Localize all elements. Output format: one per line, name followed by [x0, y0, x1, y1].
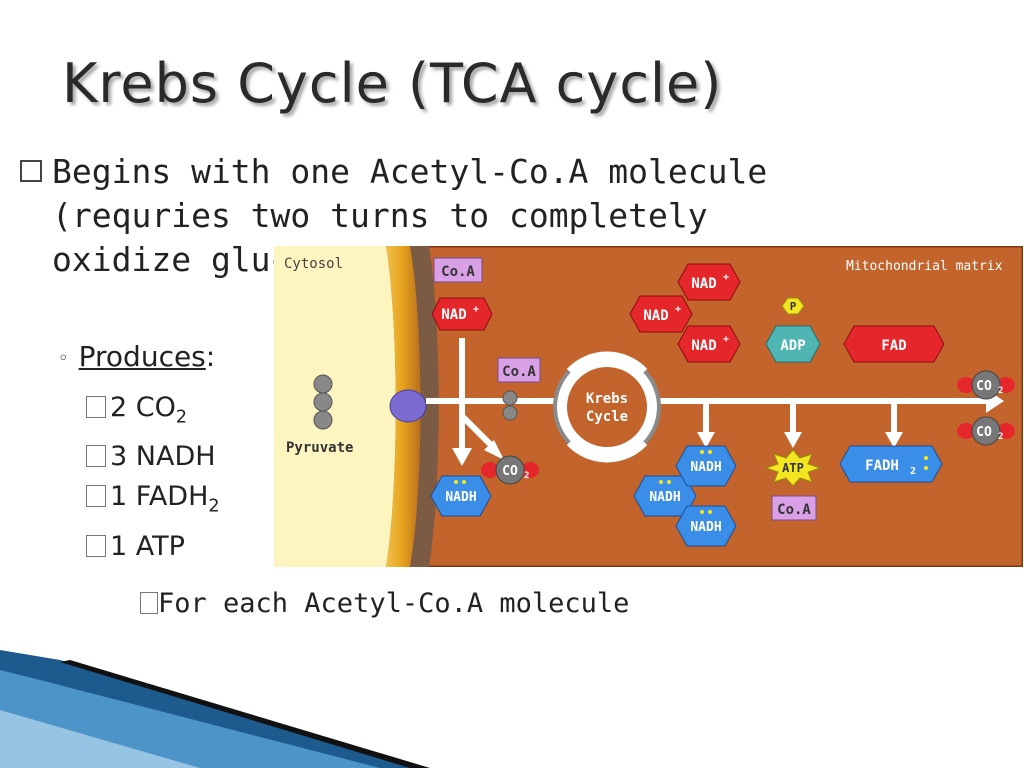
svg-text:ATP: ATP — [782, 461, 804, 475]
item-subscript: 2 — [175, 407, 188, 428]
slide-title: Krebs Cycle (TCA cycle) — [62, 52, 723, 115]
item-subscript: 2 — [208, 496, 220, 517]
produces-label: Produces — [78, 340, 206, 373]
svg-text:NAD: NAD — [691, 338, 716, 354]
produces-list: 2 CO2 3 NADH 1 FADH2 1 ATP — [86, 388, 220, 567]
decorative-swoosh — [0, 650, 430, 768]
coa-bottom-box — [771, 495, 817, 521]
svg-text:CO: CO — [502, 464, 518, 479]
circle-bullet-icon: ◦ — [58, 347, 69, 369]
svg-text:CO: CO — [976, 379, 992, 394]
item-count: 1 — [110, 530, 128, 562]
missing-glyph-icon — [86, 534, 106, 557]
co2-right-top: CO 2 — [957, 370, 1015, 400]
svg-text:NAD: NAD — [691, 276, 716, 292]
bullet-square-icon — [20, 160, 42, 182]
svg-text:FADH: FADH — [865, 458, 899, 474]
nadh-mid: NADH — [633, 475, 697, 517]
svg-text:ADP: ADP — [780, 338, 805, 354]
item-count: 1 — [110, 481, 128, 513]
matrix-label: Mitochondrial matrix — [846, 259, 1003, 274]
co2-left: CO 2 — [481, 455, 539, 485]
svg-text:+: + — [723, 334, 729, 345]
svg-text:FAD: FAD — [881, 338, 906, 354]
nad-plus-mid-left: NAD + — [629, 295, 693, 333]
produces-item-co2: 2 CO2 — [86, 388, 220, 437]
svg-text:NADH: NADH — [445, 490, 476, 505]
svg-text:NADH: NADH — [690, 460, 721, 475]
fadh2: FADH 2 — [839, 445, 943, 483]
note-label: For each Acetyl-Co.A molecule — [158, 588, 630, 619]
nadh-right-bottom: NADH — [675, 505, 737, 547]
svg-text:Cycle: Cycle — [586, 409, 628, 425]
krebs-cycle-inner — [567, 367, 647, 447]
produces-heading: ◦ Produces: — [58, 340, 215, 373]
svg-text:2: 2 — [910, 466, 916, 477]
missing-glyph-icon — [86, 396, 106, 418]
item-count: 3 — [110, 441, 128, 473]
item-count: 2 — [110, 392, 128, 423]
svg-text:Co.A: Co.A — [777, 502, 811, 518]
svg-text:+: + — [723, 272, 729, 283]
svg-text:+: + — [473, 304, 479, 315]
acetyl-coa-molecule — [502, 390, 518, 421]
svg-text:NADH: NADH — [649, 490, 680, 505]
adp: ADP — [765, 325, 821, 363]
coa-top-label: Co.A — [441, 264, 475, 280]
atp: ATP — [764, 449, 822, 487]
svg-text:Co.A: Co.A — [502, 364, 536, 380]
cytosol-label: Cytosol — [284, 256, 343, 272]
cytosol-background — [274, 246, 396, 567]
fad: FAD — [843, 325, 945, 363]
svg-text:+: + — [675, 304, 681, 315]
nad-plus-left: NAD + — [431, 297, 493, 331]
missing-glyph-icon — [140, 592, 158, 614]
svg-text:2: 2 — [524, 471, 529, 481]
svg-text:NAD: NAD — [643, 308, 668, 324]
nadh-right-top: NADH — [675, 445, 737, 487]
nad-plus-mid-right: NAD + — [677, 325, 741, 363]
produces-item-atp: 1 ATP — [86, 527, 220, 567]
svg-text:CO: CO — [976, 425, 992, 440]
note-text: For each Acetyl-Co.A molecule — [140, 588, 629, 619]
item-label: FADH — [135, 481, 209, 513]
produces-item-fadh2: 1 FADH2 — [86, 477, 220, 526]
svg-text:2: 2 — [998, 432, 1003, 442]
co2-right-bottom: CO 2 — [957, 416, 1015, 446]
item-label: NADH — [135, 441, 216, 473]
nadh-left: NADH — [430, 475, 492, 517]
missing-glyph-icon — [86, 485, 106, 508]
pyruvate-label: Pyruvate — [286, 440, 353, 456]
coa-mid-box — [497, 357, 541, 383]
coa-top-box — [433, 257, 483, 283]
nad-plus-left-label: NAD — [441, 307, 466, 323]
svg-text:2: 2 — [998, 386, 1003, 396]
item-label: ATP — [135, 530, 185, 562]
pyruvate-molecule — [313, 374, 333, 430]
svg-text:NADH: NADH — [690, 520, 721, 535]
svg-text:Krebs: Krebs — [586, 391, 628, 407]
nad-plus-top: NAD + — [677, 263, 741, 301]
item-label: CO — [135, 392, 176, 423]
krebs-cycle-figure: Cytosol Mitochondrial matrix Pyruvate Co… — [274, 246, 1023, 567]
missing-glyph-icon — [86, 445, 106, 468]
svg-text:P: P — [790, 300, 797, 313]
phosphate: P — [781, 297, 805, 315]
produces-colon: : — [205, 340, 216, 373]
transporter-protein — [389, 389, 427, 423]
produces-item-nadh: 3 NADH — [86, 437, 220, 477]
